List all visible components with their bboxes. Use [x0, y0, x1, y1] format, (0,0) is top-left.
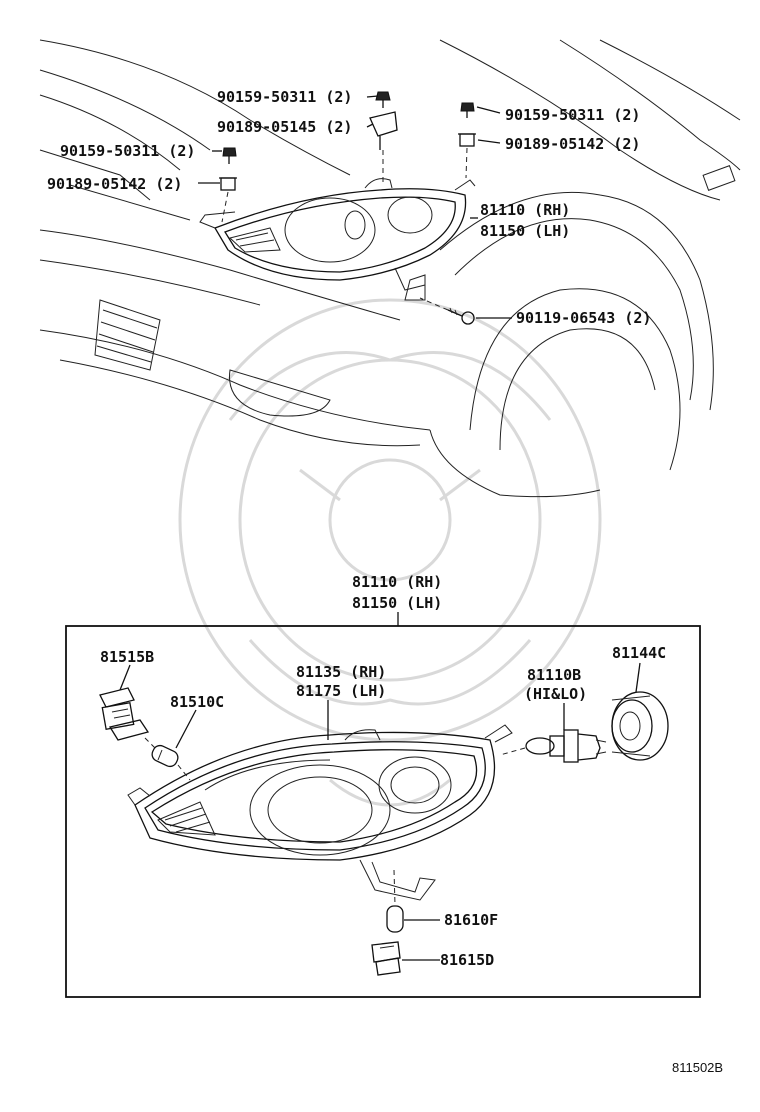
callout-clip-right: 90189-05142 (2) [505, 135, 640, 153]
callout-clip-left: 90189-05142 (2) [47, 175, 182, 193]
callout-bolt-left-top: 90159-50311 (2) [217, 88, 352, 106]
bracket-icon [369, 111, 398, 150]
box-callout-labels: 81515B 81510C 81135 (RH) 81175 (LH) 8111… [100, 644, 666, 969]
upper-callout-labels: 90159-50311 (2) 90189-05145 (2) 90159-50… [47, 88, 651, 327]
callout-socket-a: 81515B [100, 648, 154, 666]
samurai-mask-watermark [178, 298, 602, 807]
callout-bolt-right-top: 90159-50311 (2) [505, 106, 640, 124]
callout-cover: 81144C [612, 644, 666, 662]
callout-bulb-a: 81510C [170, 693, 224, 711]
wedge-bulb-icon [386, 905, 404, 933]
bolt-icon [460, 102, 475, 118]
callout-bulb-b: 81610F [444, 911, 498, 929]
bolt-icon [447, 307, 475, 325]
box-leader-lines [119, 662, 641, 961]
upper-leader-lines [198, 95, 512, 319]
clip-icon [458, 133, 476, 147]
vehicle-front-view [39, 39, 741, 498]
bulb-cover-icon [611, 691, 669, 761]
socket-icon [99, 687, 150, 741]
callout-bolt-lower: 90119-06543 (2) [516, 309, 651, 327]
callout-headlamp-rh: 81110 (RH) [480, 201, 570, 219]
callout-main-bulb: 81110B [527, 666, 581, 684]
callout-unit-lh: 81175 (LH) [296, 682, 386, 700]
clip-icon [219, 177, 237, 191]
headlamp-unit-illustration [127, 724, 513, 901]
upper-fasteners [219, 91, 476, 325]
callout-bolt-left-mid: 90159-50311 (2) [60, 142, 195, 160]
bolt-icon [222, 147, 237, 164]
assembly-label-rh: 81110 (RH) [352, 573, 442, 591]
socket-icon [371, 941, 401, 976]
upper-headlamp-illustration [199, 178, 476, 301]
bulb-icon [151, 744, 179, 768]
callout-main-bulb-note: (HI&LO) [524, 685, 587, 703]
callout-unit-rh: 81135 (RH) [296, 663, 386, 681]
figure-code: 811502B [672, 1060, 723, 1075]
bolt-icon [375, 91, 391, 108]
assembly-header: 81110 (RH) 81150 (LH) [352, 573, 442, 626]
callout-socket-b: 81615D [440, 951, 494, 969]
halogen-bulb-icon [525, 729, 607, 763]
callout-headlamp-lh: 81150 (LH) [480, 222, 570, 240]
assembly-label-lh: 81150 (LH) [352, 594, 442, 612]
assembly-box [65, 625, 701, 998]
callout-bracket-left: 90189-05145 (2) [217, 118, 352, 136]
